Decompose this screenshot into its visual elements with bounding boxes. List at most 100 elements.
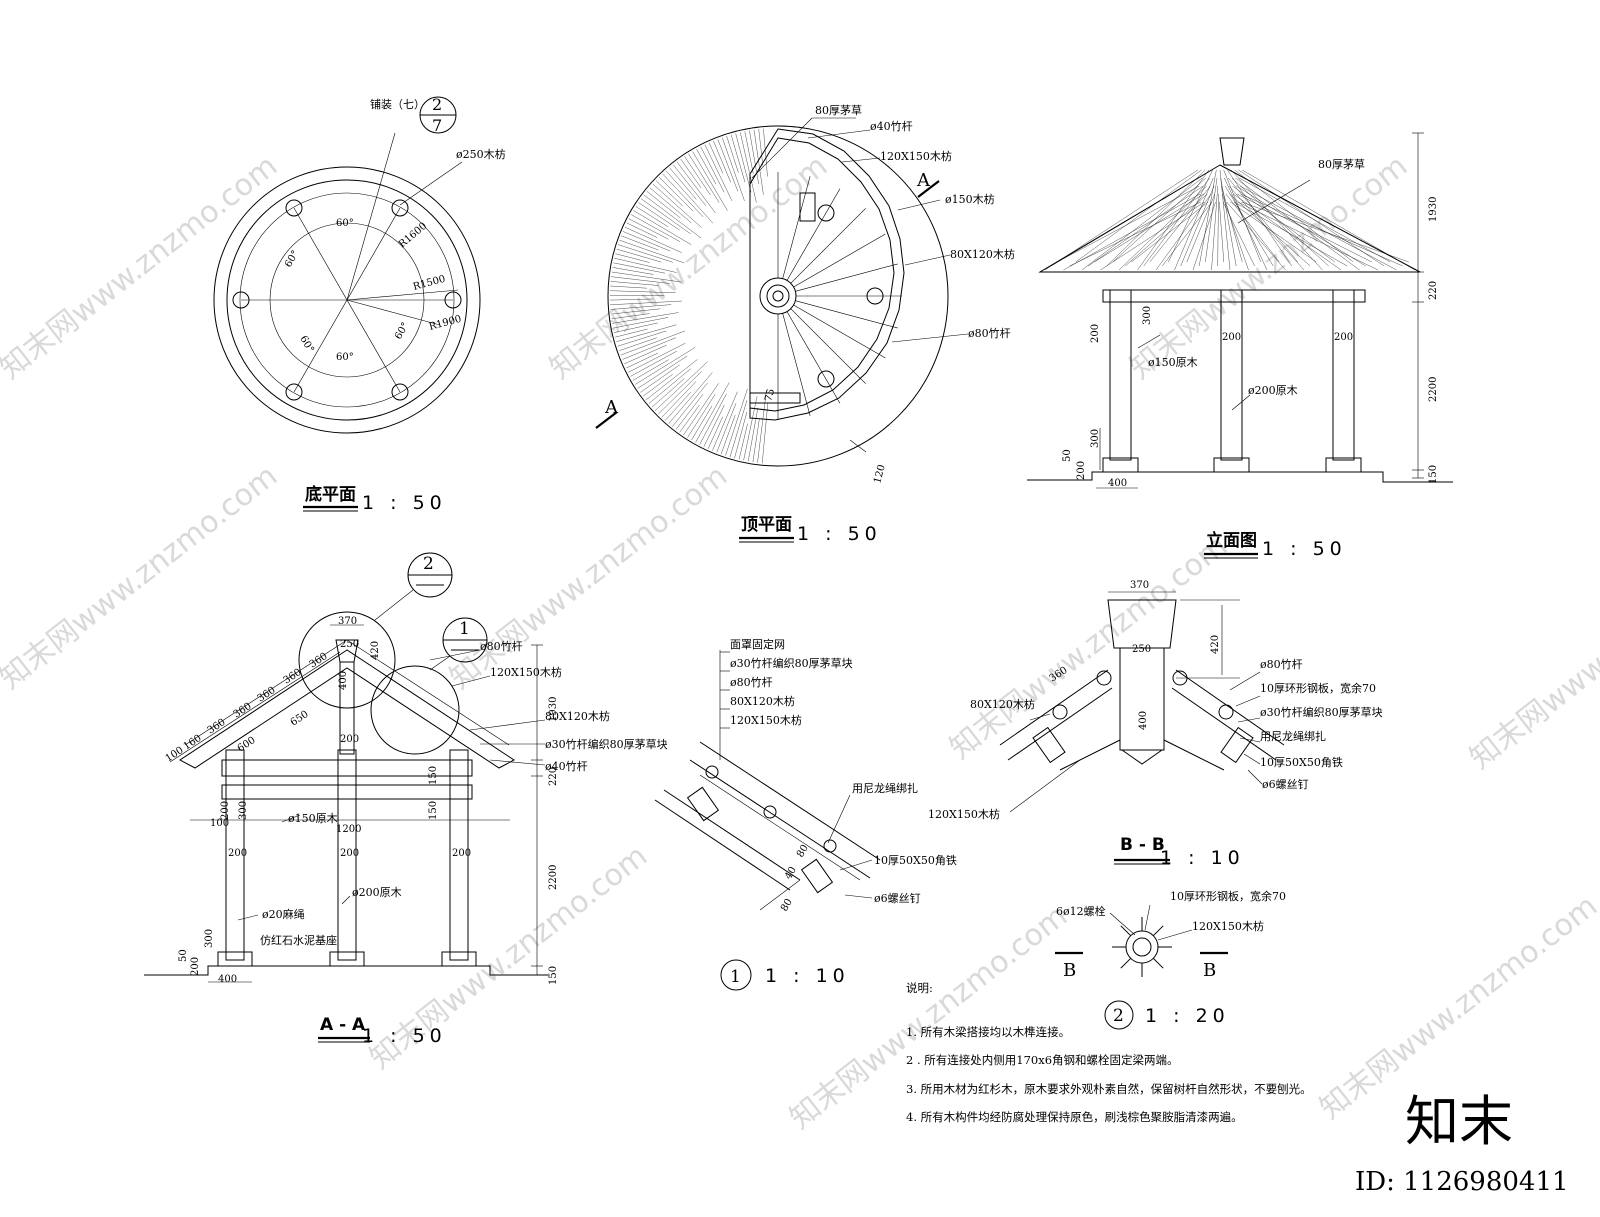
section-aa-title: A - A xyxy=(320,1015,366,1035)
d1-marker xyxy=(720,959,752,991)
d2-ring xyxy=(1125,930,1159,964)
aa-callout-1-num: 1 xyxy=(459,619,470,639)
bb-bamboo80-label: ø80竹杆 xyxy=(1260,657,1303,671)
aa-dim-600: 600 xyxy=(236,735,258,755)
elev-thatch-label: 80厚茅草 xyxy=(1318,158,1365,171)
elev-post-left xyxy=(1109,289,1132,461)
aa-dim-400: 400 xyxy=(338,671,349,690)
bb-beam120-label: 120X150木枋 xyxy=(928,807,1000,821)
note-item: 1. 所有木梁搭接均以木榫连接。 xyxy=(906,1025,1070,1039)
aa-beam-low xyxy=(221,784,473,800)
note-item: 4. 所有木构件均经防腐处理保持原色，刷浅棕色聚胺脂清漆两遍。 xyxy=(906,1110,1243,1124)
r1900-label: R1900 xyxy=(428,314,463,333)
angle-right-bottom: 60° xyxy=(393,321,411,342)
d2-cut-right: B xyxy=(1203,960,1216,981)
roof-bamboo80-label: ø80竹杆 xyxy=(968,326,1011,340)
thatch-hatch xyxy=(609,128,769,464)
elev-dim-300: 300 xyxy=(1142,306,1153,325)
aa-beam120-label: 120X150木枋 xyxy=(490,665,562,679)
elev-dim-200-mid: 200 xyxy=(1222,332,1241,343)
angle-left-bottom: 60° xyxy=(297,334,315,355)
aa-dim-150: 150 xyxy=(548,966,559,985)
callout-num: 2 xyxy=(432,95,442,114)
roof-bamboo40-label: ø40竹杆 xyxy=(870,119,913,133)
bb-screw-label: ø6螺丝钉 xyxy=(1262,778,1309,791)
bb-dim-370: 370 xyxy=(1130,580,1149,591)
bb-ring-label: 10厚环形钢板，宽余70 xyxy=(1260,681,1376,695)
aa-callout-circle-1 xyxy=(370,665,460,755)
angle-left-top: 60° xyxy=(283,249,301,270)
aa-post-right xyxy=(449,749,469,961)
bb-dim-400: 400 xyxy=(1138,711,1149,730)
watermark-text: 知末网www.znzmo.com xyxy=(943,528,1234,766)
callout-sheet: 7 xyxy=(432,116,442,135)
roof-log150-label: ø150木枋 xyxy=(945,192,995,206)
aa-dim-160: 160 xyxy=(182,733,204,753)
aa-dim-150-r: 150 xyxy=(428,766,439,785)
d1-net-label: 面罩固定网 xyxy=(730,637,785,651)
outer-ring xyxy=(213,166,481,434)
aa-callout-2: 2 xyxy=(374,552,453,621)
base-plan-scale: 1 : 50 xyxy=(362,492,447,514)
elev-dim-200-left: 200 xyxy=(1090,324,1101,343)
bb-king-post xyxy=(1119,647,1165,751)
elev-log200-label: ø200原木 xyxy=(1248,384,1298,397)
aa-callout-2-num: 2 xyxy=(423,554,434,574)
pave-label: 铺装（七） xyxy=(370,98,425,111)
watermark-text: 知末网www.znzmo.com xyxy=(443,458,734,696)
aa-post-mid xyxy=(337,749,357,961)
elev-dim-200-right: 200 xyxy=(1334,332,1353,343)
aa-dim-360-d: 360 xyxy=(232,701,254,721)
column-circle xyxy=(239,192,455,408)
d1-screw-label: ø6螺丝钉 xyxy=(874,892,921,905)
elev-dim-400: 400 xyxy=(1108,478,1127,489)
cut-line-a2 xyxy=(917,180,940,198)
bb-dim-420: 420 xyxy=(1210,635,1221,654)
base-posts xyxy=(232,199,462,401)
roof-finial xyxy=(1219,137,1245,166)
aa-log150-label: ø150原木 xyxy=(288,812,338,825)
aa-post-left xyxy=(225,749,245,961)
bb-finial xyxy=(1107,599,1177,649)
note-item: 3. 所用木材为红杉木，原木要求外观朴素自然，保留树杆自然形状，不要刨光。 xyxy=(906,1082,1312,1096)
aa-dim-360-a: 360 xyxy=(308,651,330,671)
detail-2-scale: 1 : 20 xyxy=(1145,1005,1230,1027)
leader-post xyxy=(399,161,463,206)
platform-ring xyxy=(226,179,468,421)
top-plan-title: 顶平面 xyxy=(741,515,792,535)
bb-bamboo30-label: ø30竹杆编织80厚茅草块 xyxy=(1260,705,1383,719)
d1-nylon-label: 用尼龙绳绑扎 xyxy=(852,781,918,795)
aa-dim-50: 50 xyxy=(178,949,189,962)
elev-dims xyxy=(1096,132,1424,489)
r1600-label: R1600 xyxy=(397,221,429,251)
roof-cone xyxy=(1038,164,1421,273)
watermark-text: 知末网www.znzmo.com xyxy=(0,148,284,386)
d1-angle-label: 10厚50X50角铁 xyxy=(874,854,957,867)
cut-a-upper: A xyxy=(916,170,931,191)
elev-dim-50: 50 xyxy=(1062,449,1073,462)
aa-dim-1930: 1930 xyxy=(548,697,559,722)
section-bb-scale: 1 : 10 xyxy=(1160,847,1245,869)
top-plan-scale: 1 : 50 xyxy=(797,523,882,545)
aa-dim-200-base: 200 xyxy=(190,957,201,976)
note-item: 2 . 所有连接处内侧用170x6角钢和螺栓固定梁两端。 xyxy=(906,1053,1179,1067)
roof-framing xyxy=(749,128,905,421)
aa-dim-650: 650 xyxy=(289,709,311,729)
base-plan-title: 底平面 xyxy=(305,484,356,505)
aa-dim-200-post-r: 200 xyxy=(452,848,471,859)
aa-log200-label: ø200原木 xyxy=(352,886,402,899)
elevation-drawing: 1930 220 2200 150 400 200 300 200 200 30… xyxy=(1027,132,1453,560)
d2-bolt-label: 6ø12螺栓 xyxy=(1056,904,1106,918)
aa-roof xyxy=(179,649,515,769)
roof-dim-75: 75 xyxy=(763,388,777,403)
d2-ring-label: 10厚环形钢板，宽余70 xyxy=(1170,889,1286,903)
aa-dim-370: 370 xyxy=(338,616,357,627)
post-label: ø250木枋 xyxy=(456,147,506,161)
base-plan-drawing: 铺装（七） ø250木枋 R1600 R1500 R1900 60° 60° 6… xyxy=(213,95,506,514)
roof-dim-120: 120 xyxy=(872,463,888,484)
elev-dim-220: 220 xyxy=(1428,281,1439,300)
elevation-title: 立面图 xyxy=(1206,530,1257,551)
aa-beam80-label: 80X120木枋 xyxy=(545,709,610,723)
d2-marker xyxy=(1104,1000,1134,1030)
